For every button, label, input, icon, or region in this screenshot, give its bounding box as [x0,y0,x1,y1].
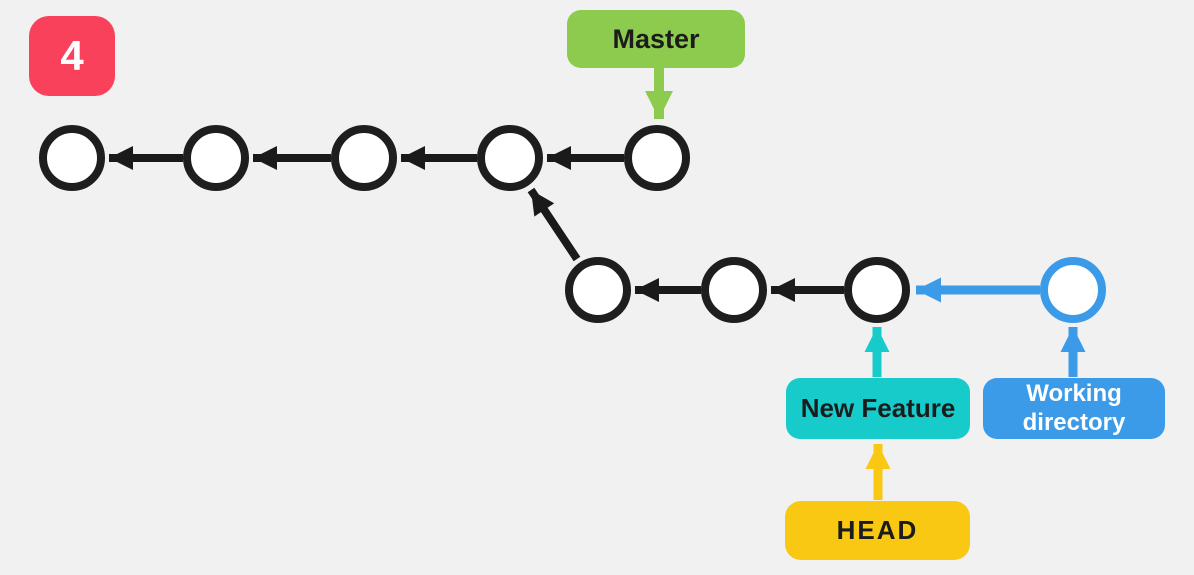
commit-node [565,257,631,323]
master-branch-label: Master [567,10,745,68]
commit-node [477,125,543,191]
commit-node [39,125,105,191]
working-directory-node [1040,257,1106,323]
head-label: HEAD [785,501,970,560]
commit-node [701,257,767,323]
commit-node [844,257,910,323]
commit-node [624,125,690,191]
commit-node [183,125,249,191]
new-feature-branch-label: New Feature [786,378,970,439]
working-directory-label: Working directory [983,378,1165,439]
step-badge: 4 [29,16,115,96]
branch-edge [527,187,581,262]
commit-node [331,125,397,191]
